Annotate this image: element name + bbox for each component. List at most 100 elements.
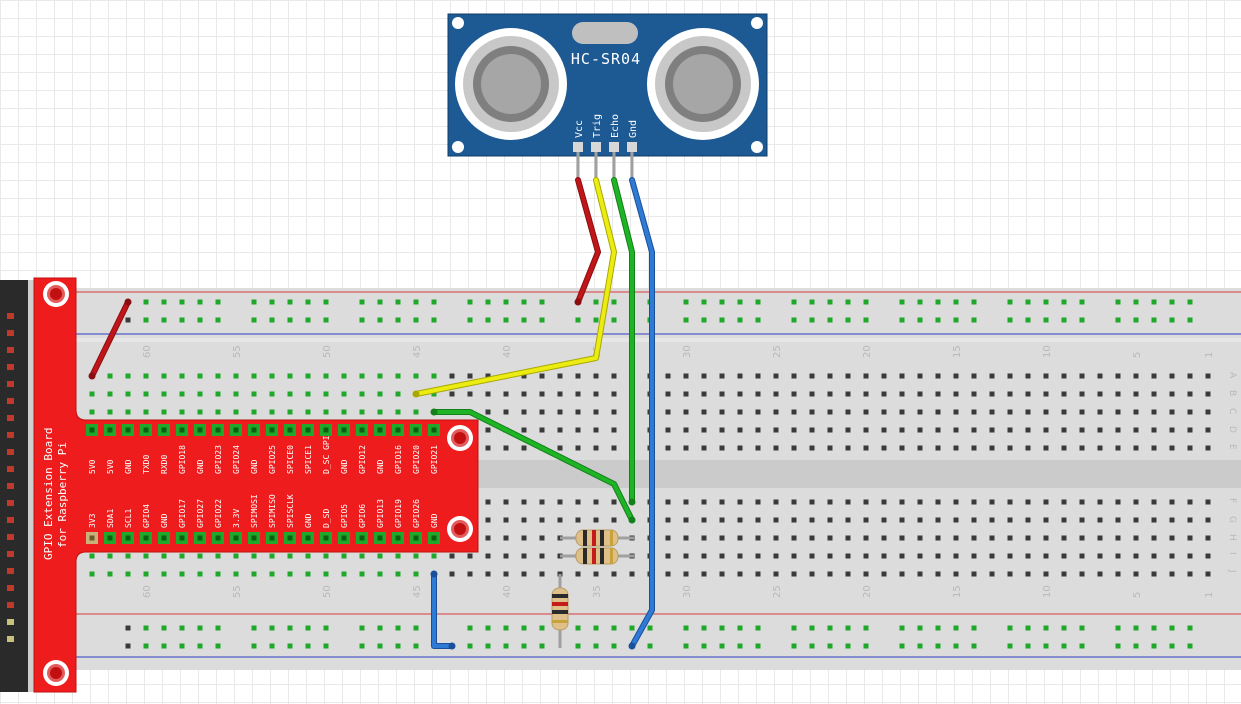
breadboard-hole [845,499,851,505]
breadboard-hole [989,499,995,505]
breadboard-hole [989,445,995,451]
rail-hole [845,317,851,323]
breadboard-hole [899,427,905,433]
rail-hole [899,625,905,631]
breadboard-hole [467,373,473,379]
breadboard-hole [503,445,509,451]
rail-hole [503,317,509,323]
breadboard-hole [683,445,689,451]
breadboard-hole [899,571,905,577]
rail-hole [1061,643,1067,649]
gpio-pin-label: SPIMISO [268,494,277,528]
breadboard-hole [899,409,905,415]
breadboard-hole [179,553,185,559]
breadboard-hole [881,499,887,505]
rail-hole [647,643,653,649]
breadboard-hole [1187,499,1193,505]
breadboard-hole [305,409,311,415]
breadboard-hole [323,409,329,415]
breadboard-hole [1133,517,1139,523]
breadboard-hole [881,553,887,559]
breadboard-hole [953,445,959,451]
rail-hole [161,625,167,631]
breadboard-hole [755,517,761,523]
gpio-pin-label: 5V0 [88,459,97,474]
rail-hole [197,643,203,649]
breadboard-hole [305,391,311,397]
rail-hole [935,625,941,631]
breadboard-hole [791,445,797,451]
breadboard-hole [1007,499,1013,505]
resistor-1 [560,529,634,547]
column-number: 10 [1042,345,1053,358]
ribbon-pin [7,415,14,421]
gpio-pin-label: D_SD [322,509,331,528]
rail-hole [413,643,419,649]
breadboard-hole [179,373,185,379]
breadboard-hole [935,571,941,577]
breadboard-hole [575,517,581,523]
breadboard-hole [1007,427,1013,433]
rail-hole [1133,625,1139,631]
breadboard-hole [251,391,257,397]
breadboard-hole [1079,409,1085,415]
rail-hole [971,625,977,631]
rail-hole [485,299,491,305]
gpio-pin-label: GND [250,459,259,474]
rail-hole [701,317,707,323]
gpio-pin-label: 5V0 [106,459,115,474]
breadboard-hole [1205,571,1211,577]
breadboard-hole [485,535,491,541]
rail-hole [323,299,329,305]
rail-hole [269,299,275,305]
breadboard-hole [935,499,941,505]
breadboard-hole [143,571,149,577]
gpio-pin-label: SCL1 [124,509,133,528]
breadboard-hole [683,571,689,577]
breadboard-hole [1061,553,1067,559]
breadboard-hole [1151,391,1157,397]
column-number: 40 [502,585,513,598]
gpio-pin-label: RXD0 [160,455,169,474]
rail-hole [917,317,923,323]
breadboard-hole [989,427,995,433]
rail-hole [701,643,707,649]
ribbon-pin [7,619,14,625]
rail-hole [431,317,437,323]
breadboard-hole [881,445,887,451]
breadboard-hole [899,445,905,451]
breadboard-hole [1061,535,1067,541]
breadboard-hole [1133,373,1139,379]
breadboard-hole [323,553,329,559]
breadboard-hole [1025,409,1031,415]
rail-hole [809,299,815,305]
rail-hole [197,317,203,323]
gpio-pin-label: GND [430,513,439,528]
breadboard-hole [899,391,905,397]
rail-hole [539,299,545,305]
rail-hole [1079,317,1085,323]
breadboard-hole [251,571,257,577]
rail-hole [1025,317,1031,323]
breadboard-hole [899,373,905,379]
rail-hole [125,317,131,323]
rail-hole [1025,299,1031,305]
breadboard-hole [125,553,131,559]
rail-hole [215,643,221,649]
breadboard-hole [269,391,275,397]
breadboard-hole [215,553,221,559]
breadboard-hole [683,517,689,523]
breadboard-hole [359,409,365,415]
rail-hole [125,643,131,649]
breadboard-hole [413,373,419,379]
breadboard-hole [701,445,707,451]
breadboard-hole [971,391,977,397]
gpio-pin-label: SPICE0 [286,445,295,474]
row-letter: C [1227,408,1237,414]
rail-hole [1079,625,1085,631]
rail-hole [1007,625,1013,631]
rail-hole [161,643,167,649]
breadboard-hole [971,409,977,415]
gpio-pin-label: GPIO13 [376,499,385,528]
rail-hole [413,317,419,323]
